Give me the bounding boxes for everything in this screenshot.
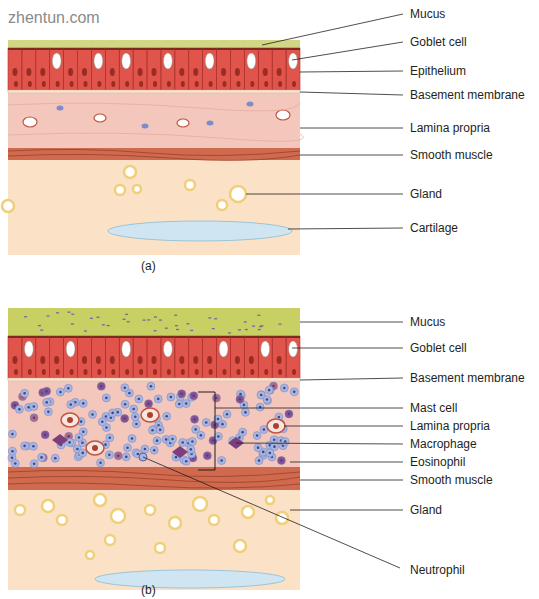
- lamina-propria-band: [8, 93, 300, 148]
- submucosa: [8, 160, 300, 255]
- part-label: Goblet cell: [410, 341, 467, 355]
- part-label: Mast cell: [410, 401, 457, 415]
- part-label: Mucus: [410, 315, 445, 329]
- epithelium-band: [8, 48, 300, 90]
- submucosa: [8, 490, 300, 590]
- epithelial-cells: [8, 336, 300, 378]
- mucus-particles: [24, 312, 281, 334]
- part-label: Lamina propria: [410, 121, 490, 135]
- smooth-muscle-band: [8, 467, 300, 490]
- part-label: Gland: [410, 187, 442, 201]
- glands: [2, 166, 246, 212]
- inflammatory-cells: [8, 382, 298, 468]
- panel-b: [8, 308, 300, 590]
- part-label: Macrophage: [410, 437, 477, 451]
- part-label: Smooth muscle: [410, 473, 493, 487]
- glands: [15, 494, 288, 559]
- part-label: Epithelium: [410, 64, 466, 78]
- cartilage: [108, 221, 292, 241]
- part-label: Cartilage: [410, 221, 458, 235]
- epithelium-band: [8, 336, 300, 378]
- part-label: Neutrophil: [410, 563, 465, 577]
- lamina-propria-band: [8, 381, 300, 467]
- part-label: Goblet cell: [410, 35, 467, 49]
- watermark: zhentun.com: [8, 8, 100, 27]
- part-label: Basement membrane: [410, 88, 525, 102]
- smooth-muscle-band: [8, 148, 300, 160]
- part-label: Mucus: [410, 7, 445, 21]
- part-label: Eosinophil: [410, 455, 465, 469]
- part-label: Gland: [410, 503, 442, 517]
- epithelial-cells: [8, 48, 300, 90]
- basement-membrane: [8, 378, 300, 381]
- lamina-propria-cells: [8, 102, 303, 142]
- part-label: (b): [141, 583, 156, 597]
- basement-membrane: [8, 90, 300, 93]
- mucus-band: [8, 40, 300, 48]
- part-label: Smooth muscle: [410, 148, 493, 162]
- mucus-band: [8, 308, 300, 336]
- cartilage: [95, 570, 285, 588]
- leader-lines: [143, 14, 403, 568]
- part-label: (a): [141, 259, 156, 273]
- muscle-fibres: [8, 470, 300, 488]
- part-label: Lamina propria: [410, 419, 490, 433]
- bracket: [198, 392, 215, 470]
- muscle-fibres: [8, 149, 300, 160]
- panel-a: [2, 40, 303, 255]
- part-label: Basement membrane: [410, 371, 525, 385]
